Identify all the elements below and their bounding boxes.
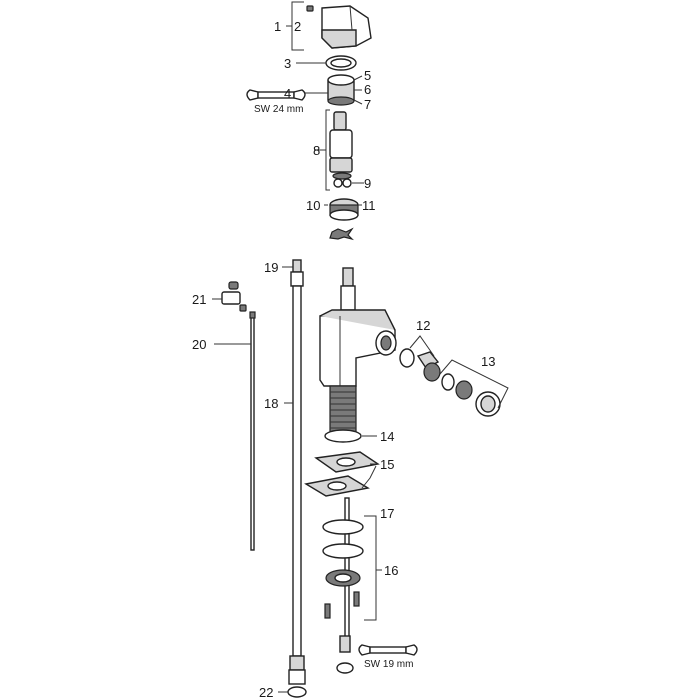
- lever-handle-part-2: [321, 5, 372, 49]
- wrench-size-24: SW 24 mm: [254, 104, 303, 115]
- label-21: 21: [192, 292, 206, 307]
- clamp-part-21: [221, 281, 241, 305]
- bottom-connector: [336, 635, 354, 674]
- diverter-part-10-11: [329, 198, 359, 221]
- o-ring-part-14: [324, 429, 362, 443]
- label-16: 16: [384, 563, 398, 578]
- supply-hose-part-18: [288, 259, 306, 685]
- label-14: 14: [380, 429, 394, 444]
- label-15: 15: [380, 457, 394, 472]
- clamp-screw: [239, 304, 247, 312]
- label-4: 4: [284, 86, 291, 101]
- mixer-body: [319, 267, 397, 387]
- label-10: 10: [306, 198, 320, 213]
- pull-rod-part-20: [249, 311, 256, 551]
- washer-part-22: [287, 686, 307, 698]
- base-plates-part-15: [304, 451, 380, 497]
- label-5: 5: [364, 68, 371, 83]
- wrench-sw19-icon: [358, 644, 418, 656]
- label-19: 19: [264, 260, 278, 275]
- label-1: 1: [274, 19, 281, 34]
- label-22: 22: [259, 685, 273, 700]
- cartridge-part-8: [329, 111, 353, 173]
- label-3: 3: [284, 56, 291, 71]
- seal-set-part-9: [332, 172, 352, 188]
- spout-parts-part-13: [441, 373, 501, 417]
- label-13: 13: [481, 354, 495, 369]
- clip-part: [329, 227, 354, 241]
- screw-part-1: [306, 5, 314, 12]
- wrench-sw24-icon: [246, 89, 306, 101]
- label-18: 18: [264, 396, 278, 411]
- label-7: 7: [364, 97, 371, 112]
- label-8: 8: [313, 143, 320, 158]
- label-12: 12: [416, 318, 430, 333]
- wrench-size-19: SW 19 mm: [364, 659, 413, 670]
- nut-part-4: [327, 74, 355, 106]
- threaded-stud: [344, 497, 350, 639]
- mounting-set-part-16: [322, 519, 364, 619]
- label-2: 2: [294, 19, 301, 34]
- label-6: 6: [364, 82, 371, 97]
- label-17: 17: [380, 506, 394, 521]
- label-9: 9: [364, 176, 371, 191]
- label-11: 11: [362, 198, 376, 213]
- cap-ring-part-3: [325, 55, 357, 71]
- spout-parts-part-12: [399, 348, 441, 382]
- label-20: 20: [192, 337, 206, 352]
- bracket-16-17: [364, 515, 377, 621]
